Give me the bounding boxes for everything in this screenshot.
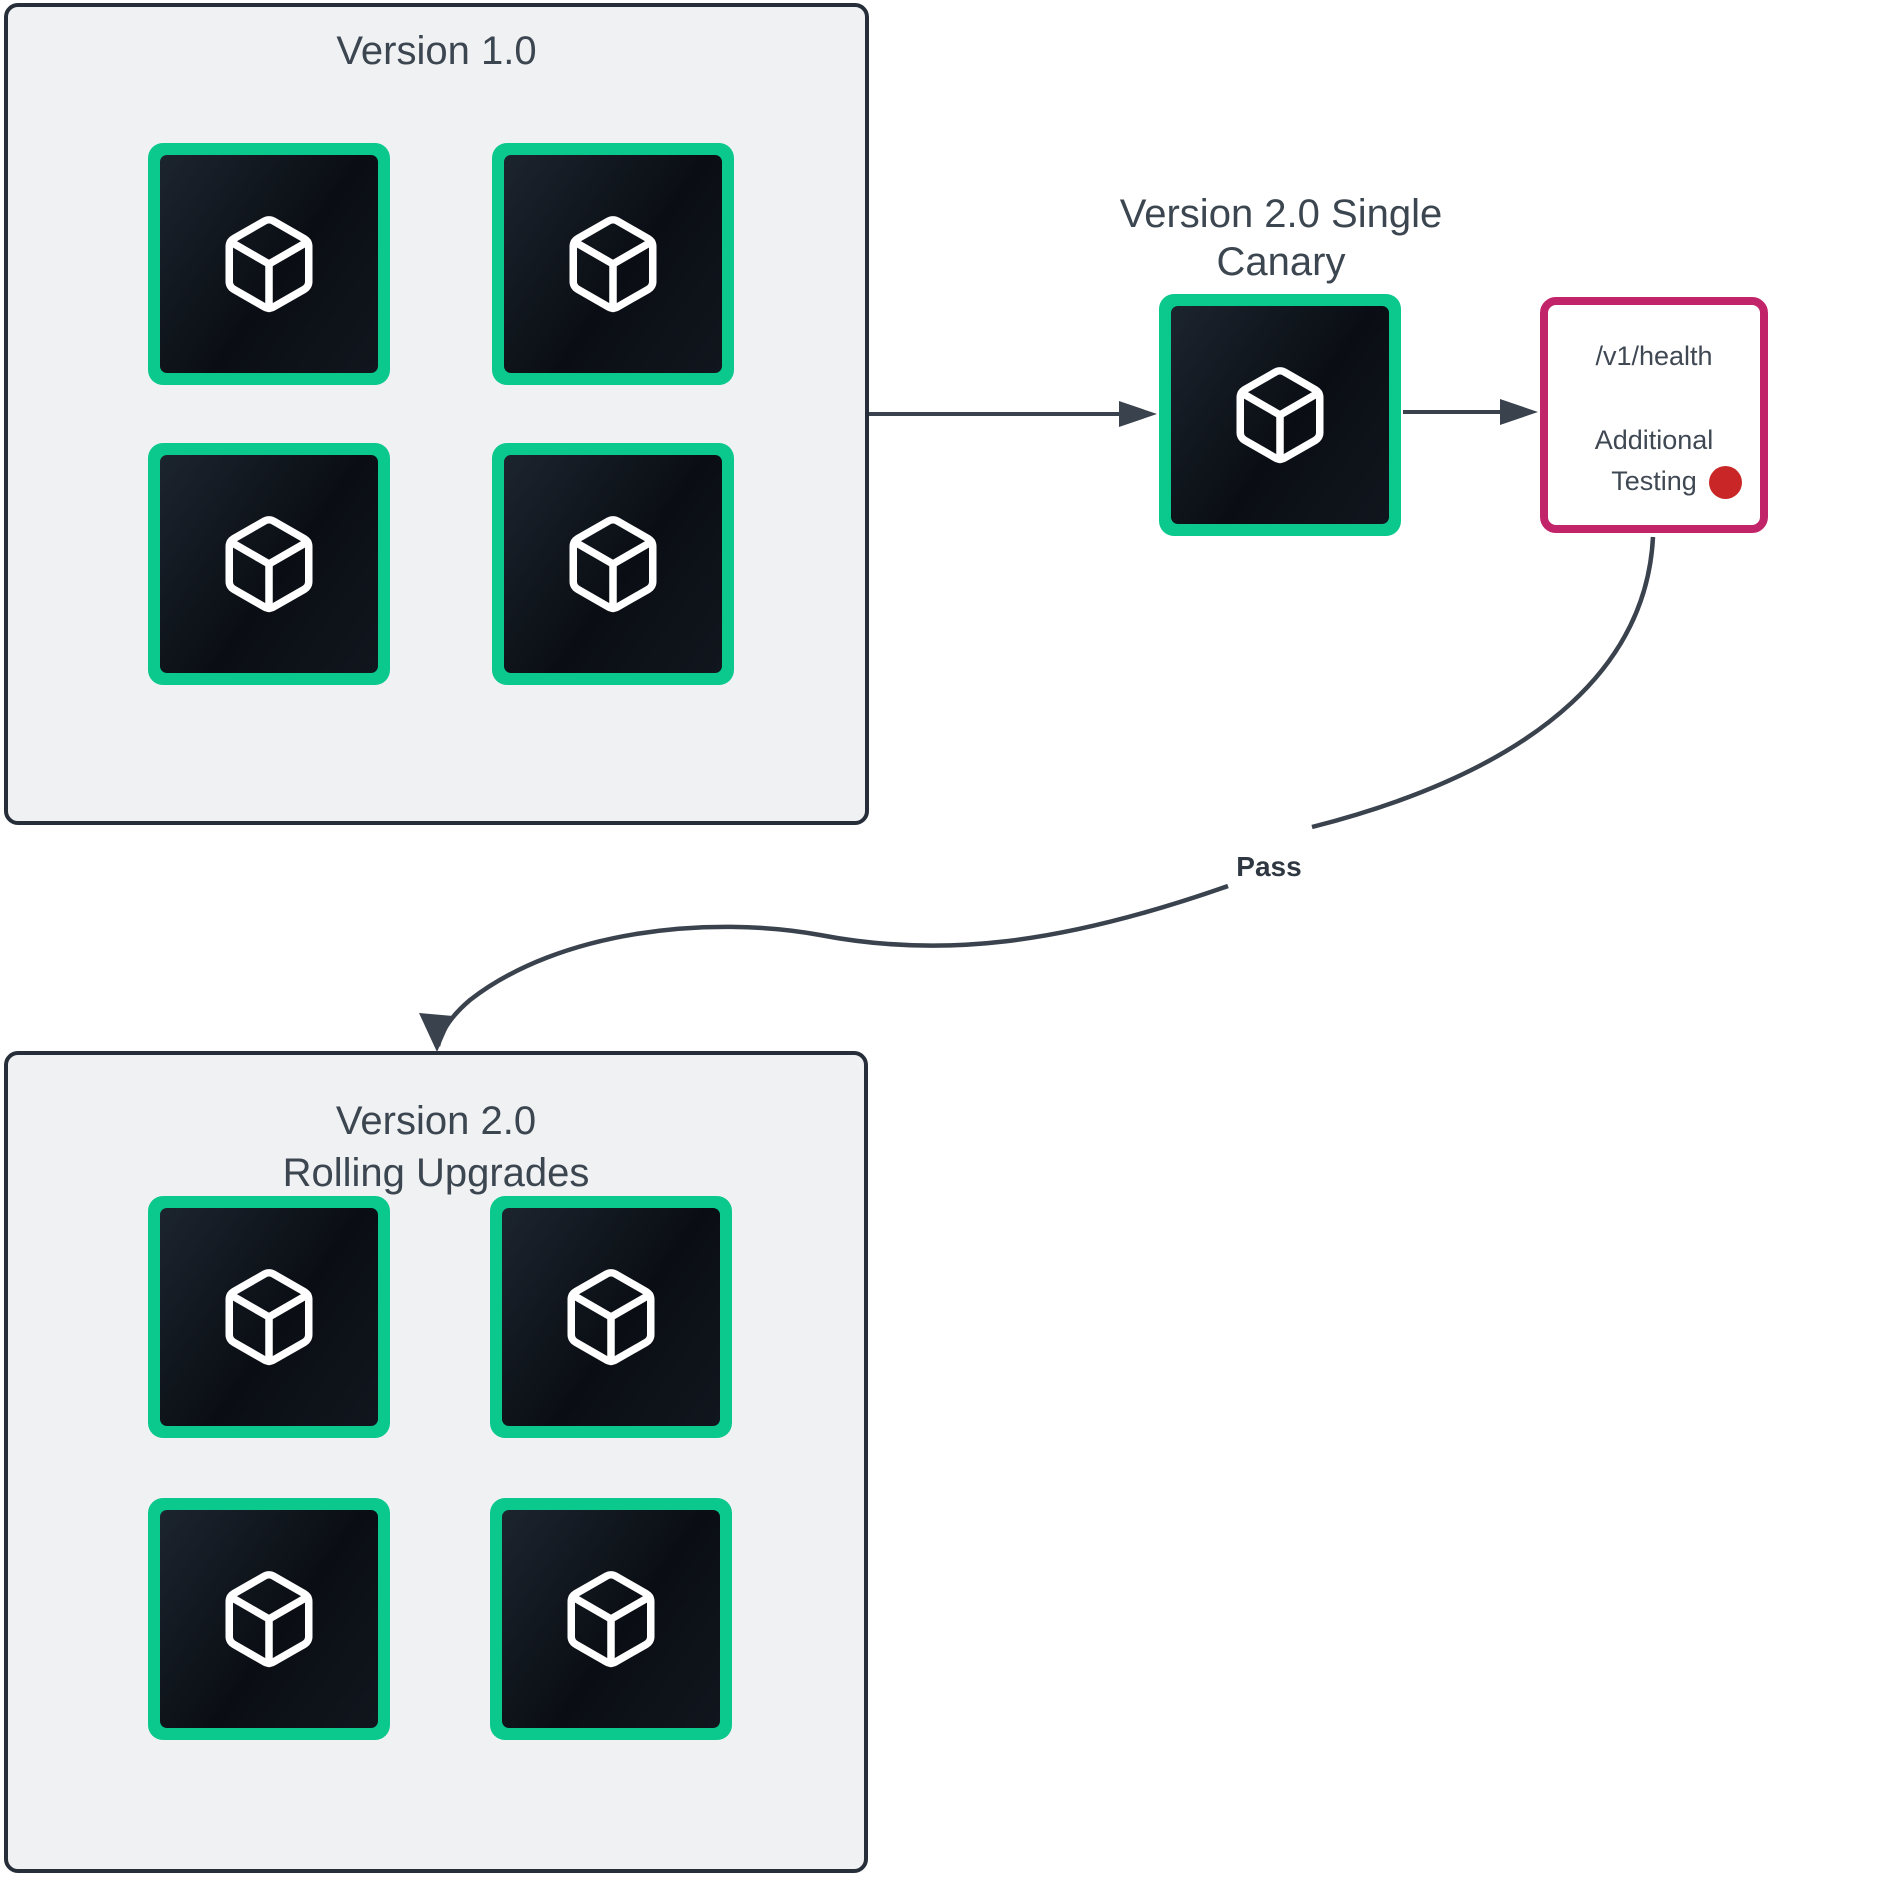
container-tile [148, 443, 390, 685]
health-note-line1: Additional [1594, 425, 1714, 455]
health-note-line2: Testing [1611, 466, 1697, 496]
container-tile [492, 443, 734, 685]
cube-icon [569, 216, 657, 313]
cube-icon [225, 1269, 313, 1366]
health-note-label: Additional Testing [1548, 420, 1760, 502]
container-tile [1159, 294, 1401, 536]
container-tile-body [160, 455, 378, 673]
container-tile [490, 1196, 732, 1438]
canary-tile-holder [1159, 294, 1643, 536]
canary-title-line1: Version 2.0 Single [1119, 192, 1443, 236]
container-tile [490, 1498, 732, 1740]
pass-edge-label: Pass [1236, 851, 1302, 882]
container-tile-body [504, 455, 722, 673]
cluster-version-2: Version 2.0 Rolling Upgrades [4, 1051, 868, 1873]
container-tile-body [160, 1208, 378, 1426]
cluster-version-2-tiles [148, 1196, 732, 1740]
arrow-v1-to-canary [869, 401, 1157, 427]
cluster-version-1-tiles [148, 143, 734, 685]
canary-title: Version 2.0 Single Canary [1081, 190, 1481, 286]
health-endpoint-label: /v1/health [1595, 341, 1713, 371]
cube-icon [569, 516, 657, 613]
container-tile [492, 143, 734, 385]
health-check-node: /v1/health Additional Testing [1540, 297, 1768, 533]
cluster-version-2-title-line2: Rolling Upgrades [282, 1151, 590, 1195]
container-tile [148, 1196, 390, 1438]
container-tile-body [502, 1510, 720, 1728]
container-tile-body [502, 1208, 720, 1426]
cube-icon [1236, 367, 1324, 464]
cube-icon [567, 1269, 655, 1366]
cluster-version-1: Version 1.0 [4, 3, 869, 825]
cube-icon [225, 516, 313, 613]
cube-icon [225, 216, 313, 313]
container-tile [148, 1498, 390, 1740]
cube-icon [225, 1571, 313, 1668]
status-dot [1709, 466, 1742, 499]
container-tile-body [504, 155, 722, 373]
cube-icon [567, 1571, 655, 1668]
arrowhead-into-v2 [419, 1013, 453, 1052]
container-tile-body [1171, 306, 1389, 524]
cluster-version-2-title-line1: Version 2.0 [335, 1099, 537, 1143]
container-tile-body [160, 1510, 378, 1728]
container-tile [148, 143, 390, 385]
canary-title-line2: Canary [1216, 240, 1346, 284]
cluster-version-1-title: Version 1.0 [336, 29, 537, 73]
container-tile-body [160, 155, 378, 373]
